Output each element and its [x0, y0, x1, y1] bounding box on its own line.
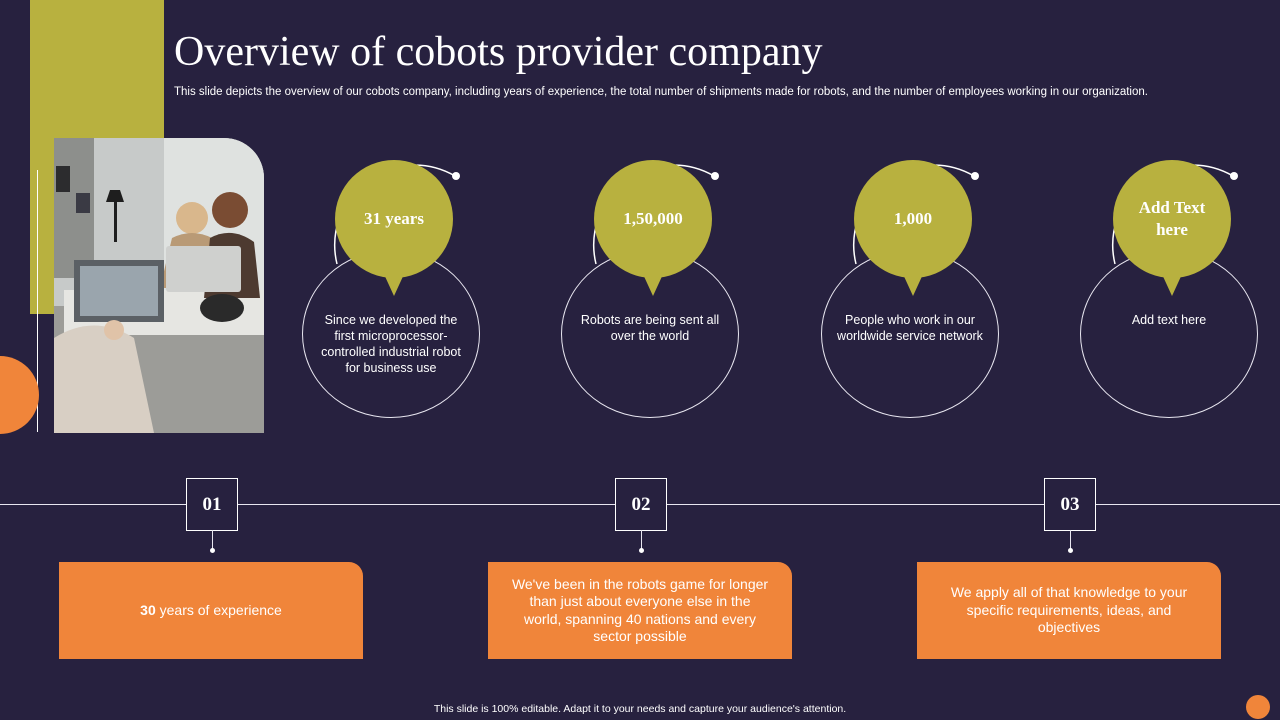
stat-value-bubble: Add Text here	[1113, 160, 1231, 278]
stat-bubble-pointer	[642, 272, 664, 296]
stat-column-1: 31 years Since we developed the first mi…	[301, 146, 481, 418]
stat-bubble-pointer	[383, 272, 405, 296]
office-photo-illustration	[54, 138, 264, 433]
stat-bubble-pointer	[902, 272, 924, 296]
timeline-stem	[212, 530, 213, 550]
timeline-number-box: 01	[186, 478, 238, 531]
stat-description: Add text here	[1131, 313, 1207, 327]
timeline-number-box: 02	[615, 478, 667, 531]
stat-value-bubble: 1,000	[854, 160, 972, 278]
timeline-stem	[641, 530, 642, 550]
timeline-number-box: 03	[1044, 478, 1096, 531]
timeline-dot	[1068, 548, 1073, 553]
timeline-card-2: We've been in the robots game for longer…	[488, 562, 792, 659]
stat-description: Robots are being sent all over the world	[580, 313, 720, 343]
footer-note: This slide is 100% editable. Adapt it to…	[433, 703, 847, 715]
timeline-dot	[210, 548, 215, 553]
timeline-card-text: We apply all of that knowledge to your s…	[950, 584, 1188, 636]
orange-corner-dot	[1246, 695, 1270, 719]
timeline-card-3: We apply all of that knowledge to your s…	[917, 562, 1221, 659]
orange-half-circle	[0, 356, 39, 434]
timeline-card-text: 30 years of experience	[140, 601, 282, 618]
stat-column-2: 1,50,000 Robots are being sent all over …	[560, 146, 740, 418]
stat-bubble-pointer	[1161, 272, 1183, 296]
timeline-card-1: 30 years of experience	[59, 562, 363, 659]
stat-description: People who work in our worldwide service…	[837, 313, 983, 343]
stat-column-3: 1,000 People who work in our worldwide s…	[820, 146, 1000, 418]
stat-value-bubble: 1,50,000	[594, 160, 712, 278]
page-subtitle: This slide depicts the overview of our c…	[174, 86, 1148, 98]
office-photo	[54, 138, 264, 433]
timeline-dot	[639, 548, 644, 553]
page-title: Overview of cobots provider company	[174, 29, 823, 75]
timeline-stem	[1070, 530, 1071, 550]
stat-description: Since we developed the first microproces…	[321, 313, 461, 375]
stat-value-bubble: 31 years	[335, 160, 453, 278]
timeline-card-text: We've been in the robots game for longer…	[511, 575, 769, 645]
stat-column-4: Add Text here Add text here	[1079, 146, 1259, 418]
vertical-divider	[37, 170, 38, 432]
